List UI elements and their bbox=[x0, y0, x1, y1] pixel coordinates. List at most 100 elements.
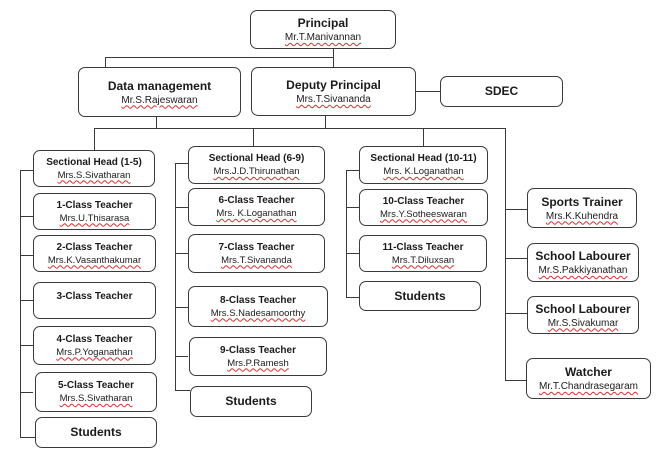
class-teacher-7-box: 7-Class Teacher Mrs.T.Sivananda bbox=[188, 234, 325, 273]
connector bbox=[20, 170, 33, 172]
connector bbox=[423, 128, 425, 146]
class-teacher-5-box: 5-Class Teacher Mrs.S.Sivatharan bbox=[35, 372, 157, 412]
class-teacher-9-box: 9-Class Teacher Mrs.P.Ramesh bbox=[189, 337, 327, 376]
teacher-name: Mrs.K.Vasanthakumar bbox=[47, 254, 142, 266]
data-management-box: Data management Mr.S.Rajeswaran bbox=[78, 67, 241, 117]
teacher-title: 10-Class Teacher bbox=[382, 195, 465, 207]
teacher-name: Mrs.T.Sivananda bbox=[221, 254, 292, 266]
connector bbox=[94, 128, 96, 150]
connector bbox=[20, 392, 33, 394]
class-teacher-11-box: 11-Class Teacher Mrs.T.Diluxsan bbox=[359, 235, 487, 272]
section-head-name: Mrs.S.Sivatharan bbox=[57, 169, 131, 181]
connector bbox=[346, 253, 359, 255]
section-head-title: Sectional Head (1-5) bbox=[46, 156, 142, 168]
sectional-head-1-5-box: Sectional Head (1-5) Mrs.S.Sivatharan bbox=[33, 150, 155, 187]
teacher-title: 5-Class Teacher bbox=[58, 380, 134, 391]
connector bbox=[416, 91, 440, 93]
sdec-title: SDEC bbox=[484, 84, 519, 98]
section-head-name: Mrs.J.D.Thirunathan bbox=[213, 166, 300, 177]
staff-name: Mr.T.Chandrasegaram bbox=[539, 381, 638, 392]
teacher-name: Mrs. K.Loganathan bbox=[216, 208, 297, 219]
sdec-box: SDEC bbox=[440, 76, 563, 107]
teacher-name: Mrs.P.Yoganathan bbox=[56, 346, 133, 358]
staff-name: Mr.S.Pakkiyanathan bbox=[538, 265, 628, 276]
school-labourer-2-box: School Labourer Mr.S.Sivakumar bbox=[527, 296, 639, 334]
connector bbox=[505, 313, 527, 315]
connector bbox=[20, 216, 33, 218]
school-labourer-1-box: School Labourer Mr.S.Pakkiyanathan bbox=[527, 243, 639, 282]
connector bbox=[175, 207, 188, 209]
staff-title: Sports Trainer bbox=[541, 194, 623, 209]
connector bbox=[175, 163, 188, 165]
teacher-name: Mrs.P.Ramesh bbox=[227, 357, 289, 369]
class-teacher-1-box: 1-Class Teacher Mrs.U.Thisarasa bbox=[33, 193, 156, 230]
teacher-name: Mrs.T.Diluxsan bbox=[391, 254, 455, 266]
class-teacher-8-box: 8-Class Teacher Mrs.S.Nadesamoorthy bbox=[188, 286, 328, 327]
connector bbox=[346, 170, 348, 298]
connector bbox=[94, 128, 506, 130]
students-1-5-box: Students bbox=[35, 417, 157, 448]
connector bbox=[175, 356, 188, 358]
connector bbox=[20, 300, 33, 302]
class-teacher-3-box: 3-Class Teacher bbox=[33, 282, 156, 319]
section-head-title: Sectional Head (10-11) bbox=[370, 153, 477, 164]
connector bbox=[20, 170, 22, 438]
deputy-principal-box: Deputy Principal Mrs.T.Sivananda bbox=[251, 67, 416, 116]
teacher-title: 8-Class Teacher bbox=[220, 294, 296, 306]
students-6-9-box: Students bbox=[190, 386, 312, 417]
connector bbox=[175, 163, 177, 390]
connector bbox=[105, 57, 334, 59]
class-teacher-10-box: 10-Class Teacher Mrs.Y.Sotheeswaran bbox=[359, 189, 488, 226]
staff-name: Mr.S.Sivakumar bbox=[547, 317, 619, 329]
section-head-title: Sectional Head (6-9) bbox=[208, 153, 305, 164]
connector bbox=[505, 258, 527, 260]
connector bbox=[505, 209, 527, 211]
connector bbox=[175, 307, 188, 309]
class-teacher-2-box: 2-Class Teacher Mrs.K.Vasanthakumar bbox=[33, 235, 156, 272]
teacher-title: 2-Class Teacher bbox=[56, 241, 133, 253]
teacher-title: 4-Class Teacher bbox=[56, 333, 133, 345]
teacher-title: 11-Class Teacher bbox=[382, 241, 464, 253]
teacher-title: 9-Class Teacher bbox=[220, 344, 296, 356]
connector bbox=[346, 297, 359, 299]
data-management-title: Data management bbox=[107, 78, 212, 93]
staff-title: School Labourer bbox=[535, 301, 631, 316]
deputy-principal-title: Deputy Principal bbox=[286, 78, 381, 92]
staff-title: Watcher bbox=[565, 365, 612, 379]
connector bbox=[346, 207, 359, 209]
connector bbox=[346, 170, 359, 172]
sports-trainer-box: Sports Trainer Mrs.K.Kuhendra bbox=[527, 188, 637, 228]
staff-name: Mrs.K.Kuhendra bbox=[545, 210, 619, 222]
section-head-name: Mrs. K.Loganathan bbox=[383, 166, 464, 177]
connector bbox=[156, 117, 158, 128]
teacher-title: 7-Class Teacher bbox=[218, 241, 295, 253]
principal-name: Mr.T.Manivannan bbox=[284, 32, 362, 43]
sectional-head-6-9-box: Sectional Head (6-9) Mrs.J.D.Thirunathan bbox=[188, 146, 325, 184]
connector bbox=[20, 255, 33, 257]
connector bbox=[105, 57, 107, 67]
principal-box: Principal Mr.T.Manivannan bbox=[250, 10, 396, 49]
connector bbox=[20, 345, 33, 347]
connector bbox=[20, 437, 35, 439]
connector bbox=[175, 253, 188, 255]
students-label: Students bbox=[70, 425, 122, 439]
teacher-name: Mrs.U.Thisarasa bbox=[59, 212, 130, 224]
teacher-name: Mrs.S.Nadesamoorthy bbox=[210, 307, 306, 319]
connector bbox=[175, 390, 190, 392]
sectional-head-10-11-box: Sectional Head (10-11) Mrs. K.Loganathan bbox=[359, 146, 488, 184]
principal-title: Principal bbox=[297, 16, 349, 30]
teacher-name: Mrs.S.Sivatharan bbox=[59, 393, 133, 404]
class-teacher-6-box: 6-Class Teacher Mrs. K.Loganathan bbox=[188, 188, 325, 226]
connector bbox=[505, 128, 507, 380]
teacher-title: 1-Class Teacher bbox=[56, 199, 133, 211]
students-label: Students bbox=[225, 394, 277, 408]
teacher-title: 3-Class Teacher bbox=[56, 291, 133, 302]
deputy-principal-name: Mrs.T.Sivananda bbox=[296, 94, 371, 105]
students-label: Students bbox=[394, 288, 446, 303]
data-management-name: Mr.S.Rajeswaran bbox=[121, 94, 198, 106]
class-teacher-4-box: 4-Class Teacher Mrs.P.Yoganathan bbox=[33, 326, 156, 365]
teacher-name: Mrs.Y.Sotheeswaran bbox=[380, 208, 467, 220]
connector bbox=[253, 128, 255, 146]
teacher-title: 6-Class Teacher bbox=[218, 195, 295, 206]
students-10-11-box: Students bbox=[359, 281, 481, 311]
